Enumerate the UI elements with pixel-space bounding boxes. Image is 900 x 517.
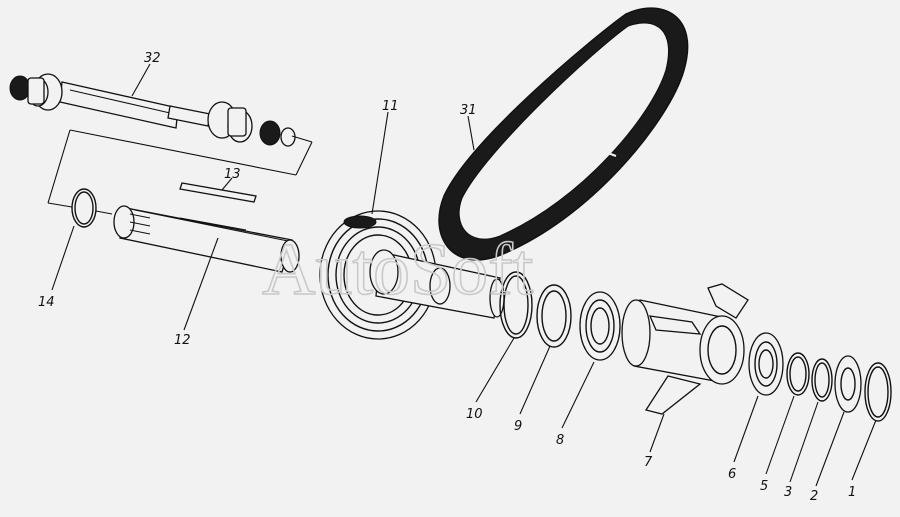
v-belt-part [438,7,689,261]
callout-11: 11 [382,99,399,114]
callout-5: 5 [760,479,768,494]
ring-part-5 [786,352,810,396]
washer-part-2 [834,355,862,413]
callout-7: 7 [644,455,653,470]
callout-12: 12 [174,333,191,348]
ring-part-3 [811,358,833,402]
splined-shaft-part [113,205,300,273]
callout-labels: 32 11 31 13 14 12 10 9 8 7 6 5 3 2 1 [38,51,856,504]
callout-13: 13 [224,167,241,182]
washer-part [536,284,572,348]
callout-6: 6 [728,467,736,482]
callout-3: 3 [784,485,792,500]
bearing-housing-part [621,283,749,415]
key-part [179,182,257,203]
ball-bearing-small-part [748,332,784,396]
assembly-bracket-lines [47,129,313,215]
callout-2: 2 [810,489,818,504]
cardan-shaft-part [9,73,296,147]
callout-14: 14 [38,295,55,310]
callout-10: 10 [466,407,483,422]
callout-8: 8 [556,433,564,448]
callout-1: 1 [848,485,856,500]
leader-lines [51,63,877,487]
pulley-part [319,210,505,340]
callout-31: 31 [460,103,477,118]
snap-ring-part [71,188,97,228]
ball-bearing-large-part [579,291,621,361]
circlip-part [864,362,892,422]
split-ring-part [499,271,533,339]
callout-9: 9 [514,419,522,434]
watermark-text: AutoSoft [262,229,534,311]
callout-32: 32 [144,51,161,66]
